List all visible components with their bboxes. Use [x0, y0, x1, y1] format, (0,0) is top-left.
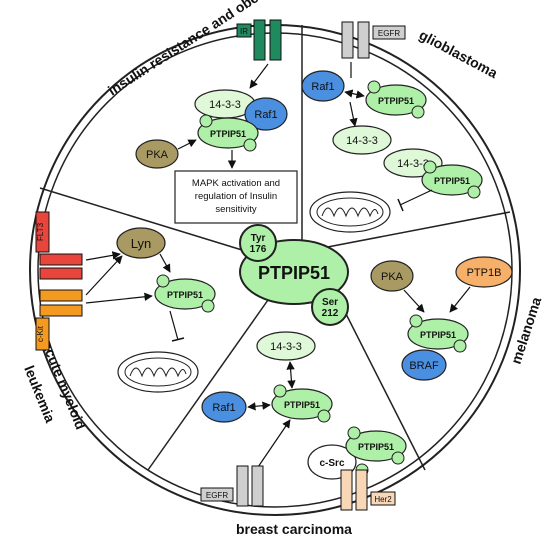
node-ptpip51-breast-b	[345, 430, 407, 462]
flt3-label: FLT3	[36, 222, 45, 241]
ckit-receptor: c-Kit	[35, 289, 83, 351]
outcome-line-1: MAPK activation and	[192, 178, 280, 189]
node-ptp1b-label: PTP1B	[467, 267, 502, 279]
flt3-receptor: FLT3	[35, 211, 83, 280]
node-ptpip51-breast	[271, 388, 333, 420]
ir-label: IR	[240, 27, 248, 36]
section-dividers	[39, 25, 511, 471]
title-glioblastoma: glioblastoma	[417, 27, 501, 82]
outcome-box	[174, 170, 298, 224]
node-lyn-label: Lyn	[131, 236, 151, 251]
node-14-3-3-glioblastoma-a-label: 14-3-3	[346, 135, 378, 147]
her2-receptor: Her2	[340, 469, 396, 511]
node-raf1-insulin	[244, 97, 288, 131]
node-raf1-glioblastoma	[301, 70, 345, 102]
node-ptpip51-breast-label: PTPIP51	[284, 400, 320, 410]
node-ptpip51-glioblastoma	[365, 84, 427, 116]
node-braf	[401, 349, 447, 381]
egfr-bottom-receptor: EGFR	[200, 465, 264, 507]
egfr-bottom-label: EGFR	[206, 491, 228, 500]
central-ptpip51-label: PTPIP51	[258, 263, 330, 283]
outcome-line-3: sensitivity	[215, 204, 256, 215]
title-breast-carcinoma: breast carcinoma	[236, 521, 352, 537]
tyr176-site	[239, 224, 277, 262]
node-braf-label: BRAF	[409, 360, 439, 372]
node-14-3-3-breast-label: 14-3-3	[270, 341, 302, 353]
node-14-3-3-glioblastoma-b-label: 14-3-3	[397, 158, 429, 170]
node-lyn	[116, 227, 166, 259]
tyr176-label-2: 176	[250, 244, 267, 255]
mitochondrion-glioblastoma	[309, 191, 391, 233]
ser212-site	[311, 288, 349, 326]
node-ptpip51-insulin	[197, 117, 259, 149]
egfr-top-label: EGFR	[378, 29, 400, 38]
ser212-label-1: Ser	[322, 297, 338, 308]
node-14-3-3-glioblastoma-a	[332, 125, 392, 155]
node-ptp1b	[455, 256, 513, 288]
node-pka-insulin	[135, 139, 179, 169]
node-ptpip51-melanoma-label: PTPIP51	[420, 330, 456, 340]
node-14-3-3-breast	[256, 331, 316, 361]
ckit-label: c-Kit	[36, 325, 45, 342]
mitochondrion-aml	[117, 351, 199, 393]
ir-receptor: IR	[236, 19, 282, 61]
ser212-label-2: 212	[322, 308, 339, 319]
node-ptpip51-glioblastoma-label: PTPIP51	[378, 96, 414, 106]
node-raf1-glioblastoma-label: Raf1	[311, 81, 334, 93]
node-pka-insulin-label: PKA	[146, 149, 169, 161]
central-ptpip51: PTPIP51 Tyr 176 Ser 212	[239, 224, 349, 326]
node-raf1-insulin-label: Raf1	[254, 109, 277, 121]
node-pka-melanoma-label: PKA	[381, 271, 404, 283]
her2-label: Her2	[374, 495, 392, 504]
node-csrc-label: c-Src	[319, 458, 344, 469]
node-ptpip51-aml-label: PTPIP51	[167, 290, 203, 300]
node-14-3-3-insulin-label: 14-3-3	[209, 99, 241, 111]
node-pka-melanoma	[370, 260, 414, 292]
node-ptpip51-glioblastoma-b	[421, 164, 483, 196]
egfr-top-receptor: EGFR	[341, 21, 406, 59]
node-raf1-breast-label: Raf1	[212, 402, 235, 414]
node-ptpip51-glioblastoma-b-label: PTPIP51	[434, 176, 470, 186]
tyr176-label-1: Tyr	[251, 233, 266, 244]
node-ptpip51-aml	[154, 278, 216, 310]
node-raf1-breast	[201, 391, 247, 423]
node-ptpip51-melanoma	[407, 318, 469, 350]
outcome-line-2: regulation of Insulin	[195, 191, 277, 202]
node-ptpip51-insulin-label: PTPIP51	[210, 129, 246, 139]
node-ptpip51-breast-b-label: PTPIP51	[358, 442, 394, 452]
